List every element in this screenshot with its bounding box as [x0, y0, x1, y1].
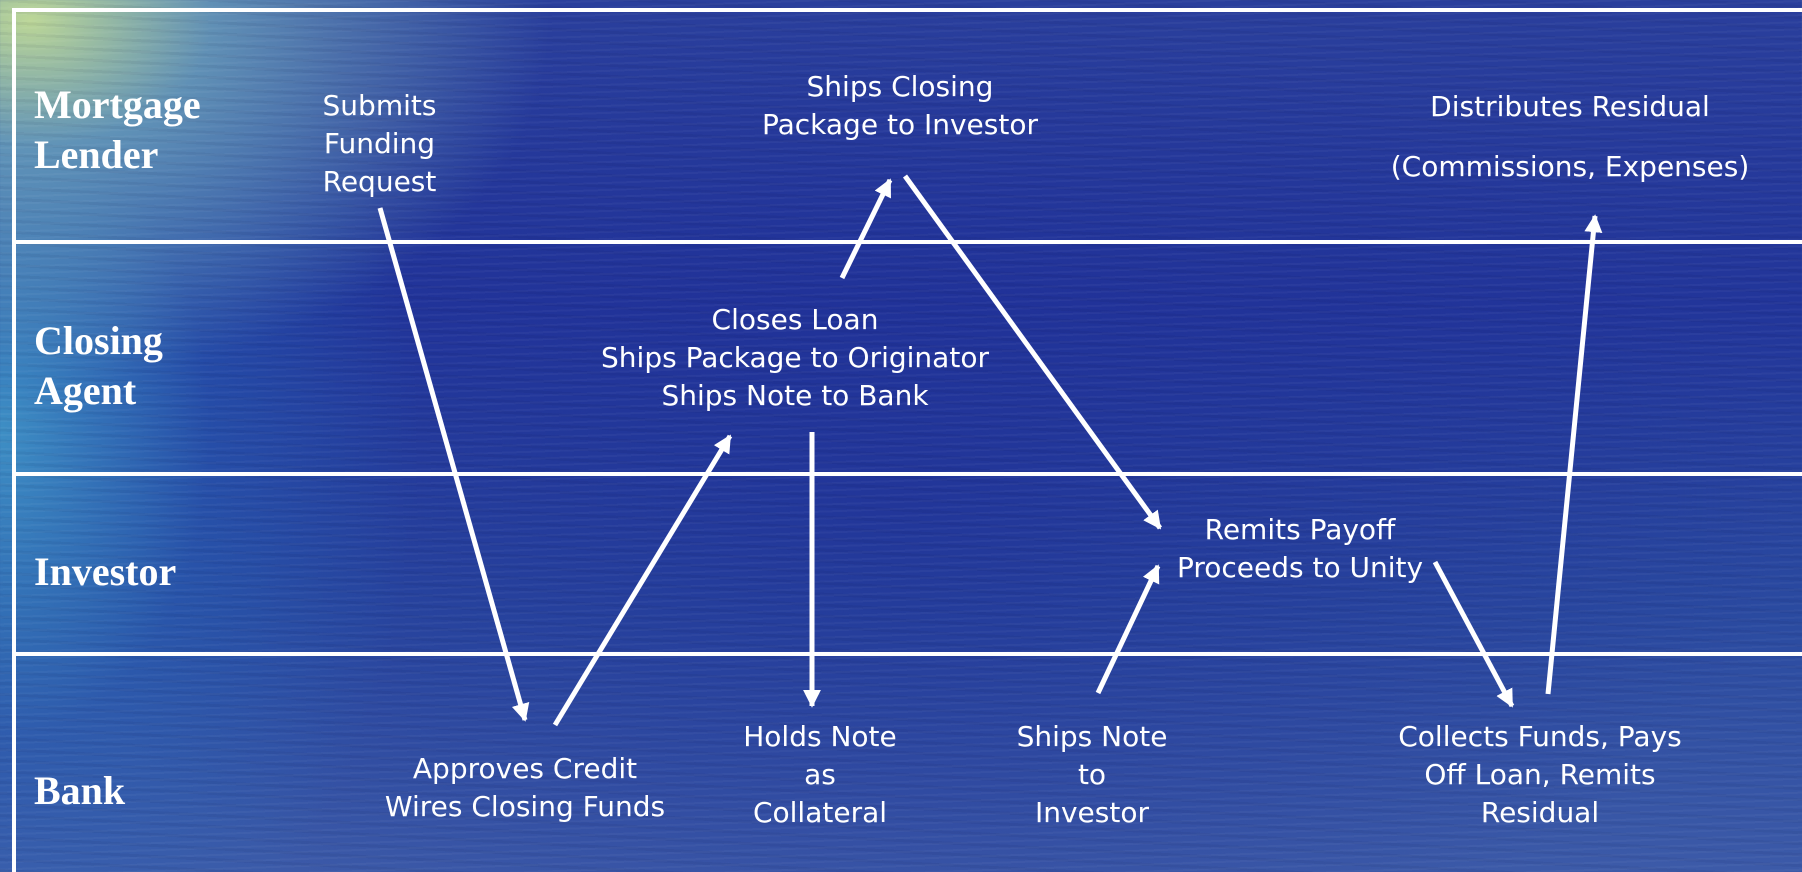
step-line: Distributes Residual	[1430, 90, 1710, 123]
lane-label-investor: Investor	[34, 547, 176, 597]
step-line: to	[1077, 758, 1107, 791]
arrow-package-to-investor	[902, 174, 1163, 530]
lane-label-bank: Bank	[34, 766, 125, 816]
arrow-funding-request-to-bank	[377, 207, 530, 722]
lane-label-line: Bank	[34, 768, 126, 813]
step-line: Funding	[323, 127, 436, 160]
step-line: Residual	[1480, 796, 1600, 829]
step-line: Collateral	[752, 796, 888, 829]
arrow-residual-to-lender	[1545, 214, 1603, 695]
step-line: (Commissions, Expenses)	[1390, 150, 1750, 183]
step-line: Approves Credit	[412, 752, 638, 785]
step-line: Ships Note	[1016, 720, 1168, 753]
step-line: Request	[322, 165, 437, 198]
lane-label-line: Lender	[34, 132, 159, 177]
lane-label-line: Closing	[34, 318, 163, 363]
step-collects-funds: Collects Funds, Pays Off Loan, Remits Re…	[1370, 718, 1710, 832]
step-line: Remits Payoff	[1204, 513, 1396, 546]
step-line: Investor	[1034, 796, 1149, 829]
step-line: Ships Closing	[806, 70, 994, 103]
step-line: Wires Closing Funds	[384, 790, 666, 823]
lane-label-closing-agent: Closing Agent	[34, 316, 163, 416]
step-line: Ships Package to Originator	[601, 341, 989, 374]
arrow-note-to-investor	[1095, 564, 1161, 695]
step-line: Closes Loan	[711, 303, 879, 336]
step-line: Off Loan, Remits	[1424, 758, 1656, 791]
lane-label-line: Investor	[34, 549, 177, 594]
step-line: Holds Note	[743, 720, 897, 753]
step-holds-note: Holds Note as Collateral	[720, 718, 920, 832]
step-line: as	[804, 758, 836, 791]
swimlane-frame	[12, 8, 1802, 872]
step-distributes-residual: Distributes Residual (Commissions, Expen…	[1370, 77, 1770, 197]
step-line: Proceeds to Unity	[1176, 551, 1424, 584]
arrow-closing-to-lender	[839, 178, 893, 280]
lane-divider-1	[12, 240, 1802, 244]
arrow-wire-funds-to-closing-agent	[552, 434, 733, 727]
arrow-payoff-to-bank	[1432, 560, 1515, 708]
step-closes-loan: Closes Loan Ships Package to Originator …	[585, 301, 1005, 415]
step-ships-note: Ships Note to Investor	[992, 718, 1192, 832]
lane-divider-2	[12, 472, 1802, 476]
step-line: Collects Funds, Pays	[1398, 720, 1682, 753]
lane-label-line: Agent	[34, 368, 137, 413]
step-submits-funding-request: Submits Funding Request	[302, 87, 457, 201]
step-line: Submits	[322, 89, 437, 122]
lane-label-line: Mortgage	[34, 82, 201, 127]
step-line: Package to Investor	[762, 108, 1038, 141]
lane-label-mortgage-lender: Mortgage Lender	[34, 80, 201, 180]
lane-divider-3	[12, 652, 1802, 656]
step-line: Ships Note to Bank	[661, 379, 929, 412]
step-ships-closing-package: Ships Closing Package to Investor	[735, 68, 1065, 144]
step-remits-payoff: Remits Payoff Proceeds to Unity	[1150, 511, 1450, 587]
step-approves-credit: Approves Credit Wires Closing Funds	[370, 750, 680, 826]
